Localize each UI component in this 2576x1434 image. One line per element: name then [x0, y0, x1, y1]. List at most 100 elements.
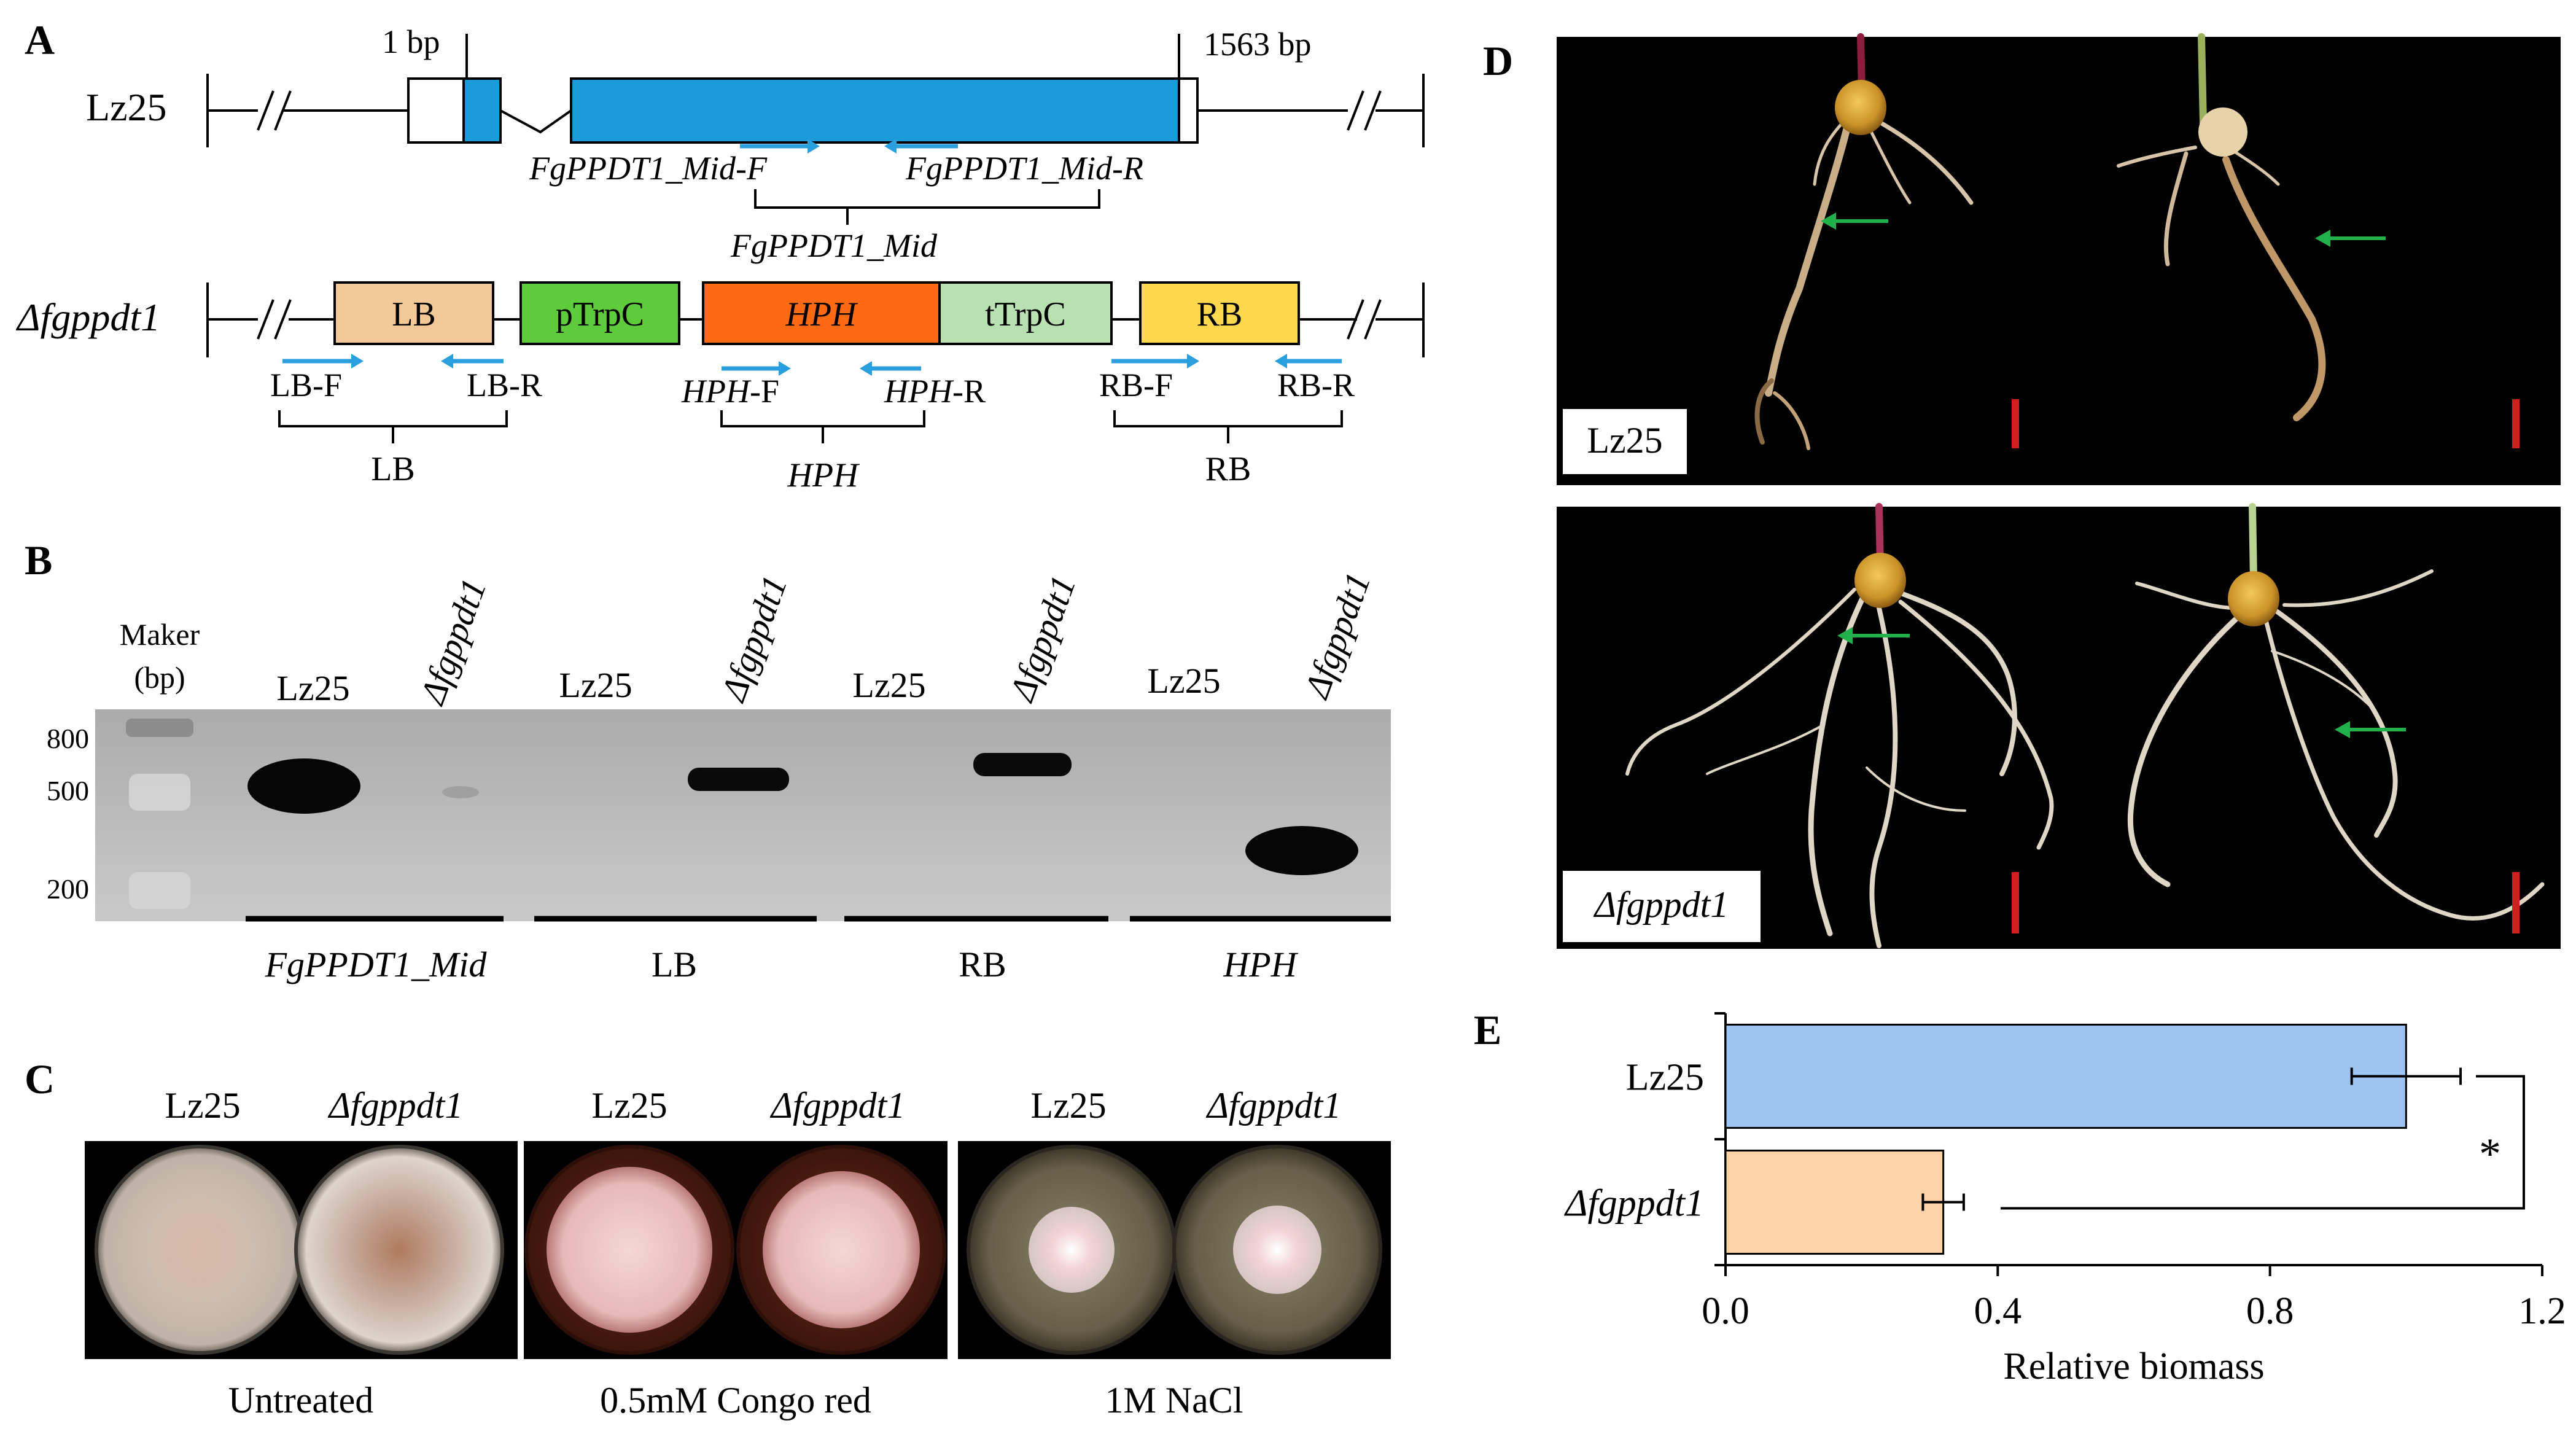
group-lb-label: LB: [652, 945, 697, 984]
hph-product-bracket: [720, 410, 925, 443]
bar-wt: [1724, 1023, 2407, 1129]
green-arrow-mutant-1: [1837, 627, 1910, 644]
plate-3-label: Lz25: [591, 1085, 667, 1126]
ladder-band: [129, 774, 190, 811]
break-mark: [257, 90, 274, 131]
primer-lb-r-label: LB-R: [467, 367, 542, 403]
seedling-wt-2: [2117, 33, 2326, 421]
hph-product-label: HPH: [787, 456, 860, 494]
panel-c: C Lz25 Δfgppdt1 Lz25 Δfgppdt1 Lz25 Δfgpp…: [25, 1056, 1391, 1420]
rb-product-bracket: [1113, 410, 1343, 443]
bp-start-label: 1 bp: [382, 23, 440, 60]
wt-photo-label: Lz25: [1587, 420, 1662, 461]
exon-2: [570, 77, 1180, 144]
mut-locus-label: Δfgppdt1: [15, 295, 160, 339]
colony-nacl-mutant: [1233, 1206, 1321, 1294]
marker-unit: (bp): [134, 660, 185, 695]
bp-end-label: 1563 bp: [1204, 26, 1312, 63]
x-tick-label: 0.0: [1702, 1290, 1749, 1332]
primer-rb-f-label: RB-F: [1099, 367, 1173, 403]
scale-bar: [2012, 399, 2019, 448]
break-mark: [274, 299, 292, 340]
primer-mid-f-arrow: [740, 139, 820, 154]
group-rb-label: RB: [959, 945, 1006, 984]
x-tick-label: 0.4: [1974, 1290, 2022, 1332]
panel-e-letter: E: [1474, 1007, 1501, 1053]
primer-rb-r-label: RB-R: [1277, 367, 1355, 403]
panel-d-letter: D: [1483, 37, 1513, 84]
band-lb-mutant: [688, 768, 789, 791]
marker-label: Maker: [120, 617, 200, 652]
primer-hph-r-arrow: [860, 361, 921, 376]
primer-rb-f-arrow: [1111, 354, 1199, 368]
cassette-rb-label: RB: [1197, 295, 1243, 333]
plate-untreated-mutant: [294, 1145, 504, 1355]
plate-5-label: Lz25: [1030, 1085, 1106, 1126]
primer-mid-r-arrow: [884, 139, 958, 154]
mutant-photo-label: Δfgppdt1: [1593, 884, 1729, 925]
primer-lb-r-arrow: [441, 354, 504, 368]
lane-8-label: Δfgppdt1: [1296, 567, 1378, 704]
cassette-ttrpc-label: tTrpC: [985, 295, 1066, 333]
primer-lb-f-arrow: [282, 354, 364, 368]
condition-nacl-label: 1M NaCl: [1105, 1380, 1243, 1420]
band-mid-mutant-faint: [442, 786, 479, 798]
mid-product-label: FgPPDT1_Mid: [730, 227, 938, 264]
ladder-200-label: 200: [47, 873, 89, 905]
panel-c-letter: C: [25, 1056, 55, 1102]
primer-lb-f-label: LB-F: [270, 367, 342, 403]
group-hph-label: HPH: [1223, 945, 1298, 984]
cassette-rb-box: [1139, 281, 1300, 345]
colony-congo-mutant: [763, 1171, 920, 1328]
primer-hph-r-label: HPH-R: [884, 373, 986, 410]
wt-photo-label-box: [1563, 409, 1687, 474]
group-mid-label: FgPPDT1_Mid: [265, 945, 488, 984]
x-tick-label: 1.2: [2518, 1290, 2566, 1332]
mid-product-bracket: [754, 189, 1100, 225]
panel-a-letter: A: [25, 17, 55, 63]
lane-1-label: Lz25: [276, 668, 349, 708]
lb-product-bracket: [278, 410, 508, 443]
primer-mid-r-label: FgPPDT1_Mid-R: [905, 150, 1143, 187]
ladder-band: [129, 872, 190, 909]
significance-star: *: [2479, 1129, 2501, 1179]
cassette-hph-box: [702, 281, 941, 345]
exon-1: [462, 77, 502, 144]
primer-mid-f-label: FgPPDT1_Mid-F: [529, 150, 768, 187]
scale-bar: [2512, 872, 2520, 933]
primer-hph-f-arrow: [722, 361, 791, 376]
cassette-ptrpc-box: [519, 281, 680, 345]
cassette-ptrpc-label: pTrpC: [556, 295, 644, 333]
seedling-wt-1: [1754, 33, 1974, 450]
utr-5-box: [407, 77, 465, 144]
break-mark: [1347, 299, 1364, 340]
lane-3-label: Lz25: [559, 665, 632, 705]
x-axis-label: Relative biomass: [2003, 1346, 2264, 1387]
x-tick-label: 0.8: [2246, 1290, 2294, 1332]
condition-untreated-label: Untreated: [228, 1380, 374, 1420]
plate-2-label: Δfgppdt1: [328, 1085, 464, 1126]
break-mark: [257, 299, 274, 340]
lane-7-label: Lz25: [1147, 661, 1220, 701]
primer-rb-r-arrow: [1275, 354, 1342, 368]
cassette-hph-label: HPH: [785, 295, 858, 333]
green-arrow-wt-1: [1821, 212, 1888, 230]
break-mark: [1364, 90, 1382, 131]
lane-5-label: Lz25: [852, 665, 925, 705]
lane-4-label: Δfgppdt1: [712, 571, 795, 707]
wt-locus-label: Lz25: [86, 85, 167, 129]
root-photo-wt: [1557, 37, 2561, 485]
category-label: Lz25: [1626, 1057, 1704, 1099]
band-mid-lz25: [247, 758, 360, 814]
break-mark: [1364, 299, 1382, 340]
panel-a: A Lz25 1 bp 1563 bp FgPPDT1_Mid-F F: [15, 17, 1425, 494]
plate-4-label: Δfgppdt1: [770, 1085, 906, 1126]
category-label: Δfgppdt1: [1563, 1183, 1704, 1225]
lb-product-label: LB: [371, 450, 415, 488]
plate-untreated-wt: [95, 1145, 305, 1355]
mutant-photo-label-box: [1563, 871, 1761, 942]
seedling-mutant-1: [1625, 503, 2054, 948]
lane-6-label: Δfgppdt1: [1001, 571, 1083, 707]
panel-b: B Maker (bp) 800 500 200 Lz25 Δfgppdt1 L…: [25, 537, 1391, 984]
